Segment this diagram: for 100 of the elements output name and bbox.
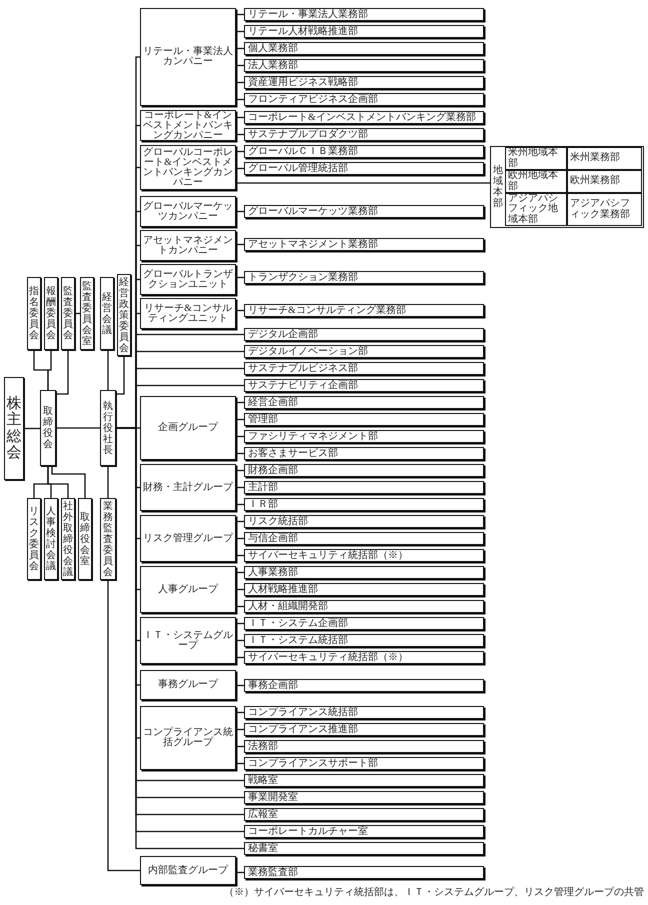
department-box (244, 238, 484, 251)
department-box (244, 706, 484, 719)
department-box (244, 464, 484, 477)
department-box (244, 617, 484, 630)
region-table (490, 146, 644, 228)
department-box (244, 111, 484, 124)
org-label: 欧州地域本部 (508, 171, 559, 192)
org-label: 欧州業務部 (570, 176, 620, 187)
org-label: 管理部 (248, 414, 278, 425)
footnote: （※）サイバーセキュリティ統括部は、ＩＴ・システムグループ、リスク管理グループの共管 (224, 887, 644, 899)
org-box (61, 277, 75, 350)
department-box (244, 791, 484, 804)
connector-line (236, 182, 490, 184)
department-box (244, 396, 484, 409)
department-box (244, 447, 484, 460)
org-label: ＩＴ・システム統括部 (248, 635, 348, 646)
org-label: アセットマネジメント業務部 (248, 239, 378, 250)
org-label: ＩＲ部 (248, 499, 278, 510)
org-label: ＩＴ・システムグループ (142, 630, 234, 650)
org-label: リテール・事業法人業務部 (248, 9, 368, 20)
org-label: 業務監査委員会 (103, 500, 113, 578)
org-label: グローバルマーケッツ業務部 (248, 206, 378, 217)
org-label: 取締役会室 (80, 512, 90, 566)
org-label: 株主総会 (6, 396, 22, 462)
org-label: コンプライアンス統括部 (248, 707, 358, 718)
org-label: 事務企画部 (248, 680, 298, 691)
org-box (100, 498, 116, 580)
org-label: コーポレートカルチャー室 (248, 826, 368, 837)
org-box (117, 274, 131, 356)
division-box (140, 298, 236, 329)
table-cell (505, 193, 567, 226)
org-label: 事業開発室 (248, 792, 298, 803)
table-cell (505, 147, 567, 170)
org-label: リテール・事業法人カンパニー (142, 47, 234, 67)
department-box (244, 328, 484, 341)
org-label: 財務企画部 (248, 465, 298, 476)
org-label: サイバーセキュリティ統括部（※） (248, 550, 408, 561)
department-box (244, 162, 484, 175)
department-box (244, 842, 484, 855)
org-label: コンプライアンス推進部 (248, 724, 358, 735)
org-label: 取締役会 (43, 406, 53, 450)
org-label: 広報室 (248, 809, 278, 820)
org-box (4, 377, 24, 480)
org-box (100, 390, 116, 466)
org-label: 法人業務部 (248, 60, 298, 71)
department-box (244, 515, 484, 528)
division-box (140, 264, 236, 295)
org-label: トランザクション業務部 (248, 272, 358, 283)
table-cell (567, 147, 642, 170)
department-box (244, 379, 484, 392)
org-box (61, 498, 75, 580)
division-box (140, 566, 236, 613)
connector-line (107, 580, 140, 872)
table-cell (567, 170, 642, 193)
org-label: 秘書室 (248, 843, 278, 854)
org-label: リサーチ&コンサルティング業務部 (248, 305, 406, 316)
org-label: 人材戦略推進部 (248, 584, 318, 595)
org-label: 個人業務部 (248, 43, 298, 54)
department-box (244, 271, 484, 284)
department-box (244, 345, 484, 358)
org-label: コンプライアンス統括グループ (142, 728, 234, 748)
org-box (44, 277, 58, 350)
org-label: 戦略室 (248, 775, 278, 786)
org-label: ＩＴ・システム企画部 (248, 618, 348, 629)
table-header: 地域本部 (493, 165, 503, 209)
org-label: 企画グループ (157, 423, 220, 433)
org-box (100, 277, 114, 350)
department-box (244, 757, 484, 770)
org-box (44, 498, 58, 580)
division-box (140, 396, 236, 460)
department-box (244, 128, 484, 141)
department-box (244, 8, 484, 21)
department-box (244, 93, 484, 106)
connector-line (106, 349, 109, 390)
org-label: 法務部 (248, 741, 278, 752)
org-label: 経営政策委員会 (119, 276, 129, 354)
org-label: リスク統括部 (248, 516, 308, 527)
connector-line (56, 427, 100, 429)
org-label: サイバーセキュリティ統括部（※） (248, 652, 408, 663)
org-label: 報酬委員会 (46, 286, 56, 341)
org-label: 米州業務部 (570, 153, 620, 164)
org-label: 主計部 (248, 482, 278, 493)
org-label: 社外取締役会議 (63, 500, 73, 578)
org-label: コーポレート&インベストメントバンキング業務部 (248, 112, 476, 123)
department-box (244, 723, 484, 736)
org-box (80, 277, 94, 350)
department-box (244, 679, 484, 692)
org-label: 人事検討会議 (46, 506, 56, 572)
division-box (140, 196, 236, 227)
connector-line (107, 466, 109, 498)
org-label: デジタルイノベーション部 (248, 346, 368, 357)
org-label: お客さまサービス部 (248, 448, 338, 459)
org-label: 財務・主計グループ (142, 482, 234, 492)
table-cell (505, 170, 567, 193)
department-box (244, 866, 484, 879)
org-label: フロンティアビジネス企画部 (248, 94, 378, 105)
division-box (140, 8, 236, 106)
connector-line (116, 356, 125, 395)
department-box (244, 825, 484, 838)
org-label: グローバルコーポレート&インベストメントバンキングカンパニー (142, 148, 234, 188)
